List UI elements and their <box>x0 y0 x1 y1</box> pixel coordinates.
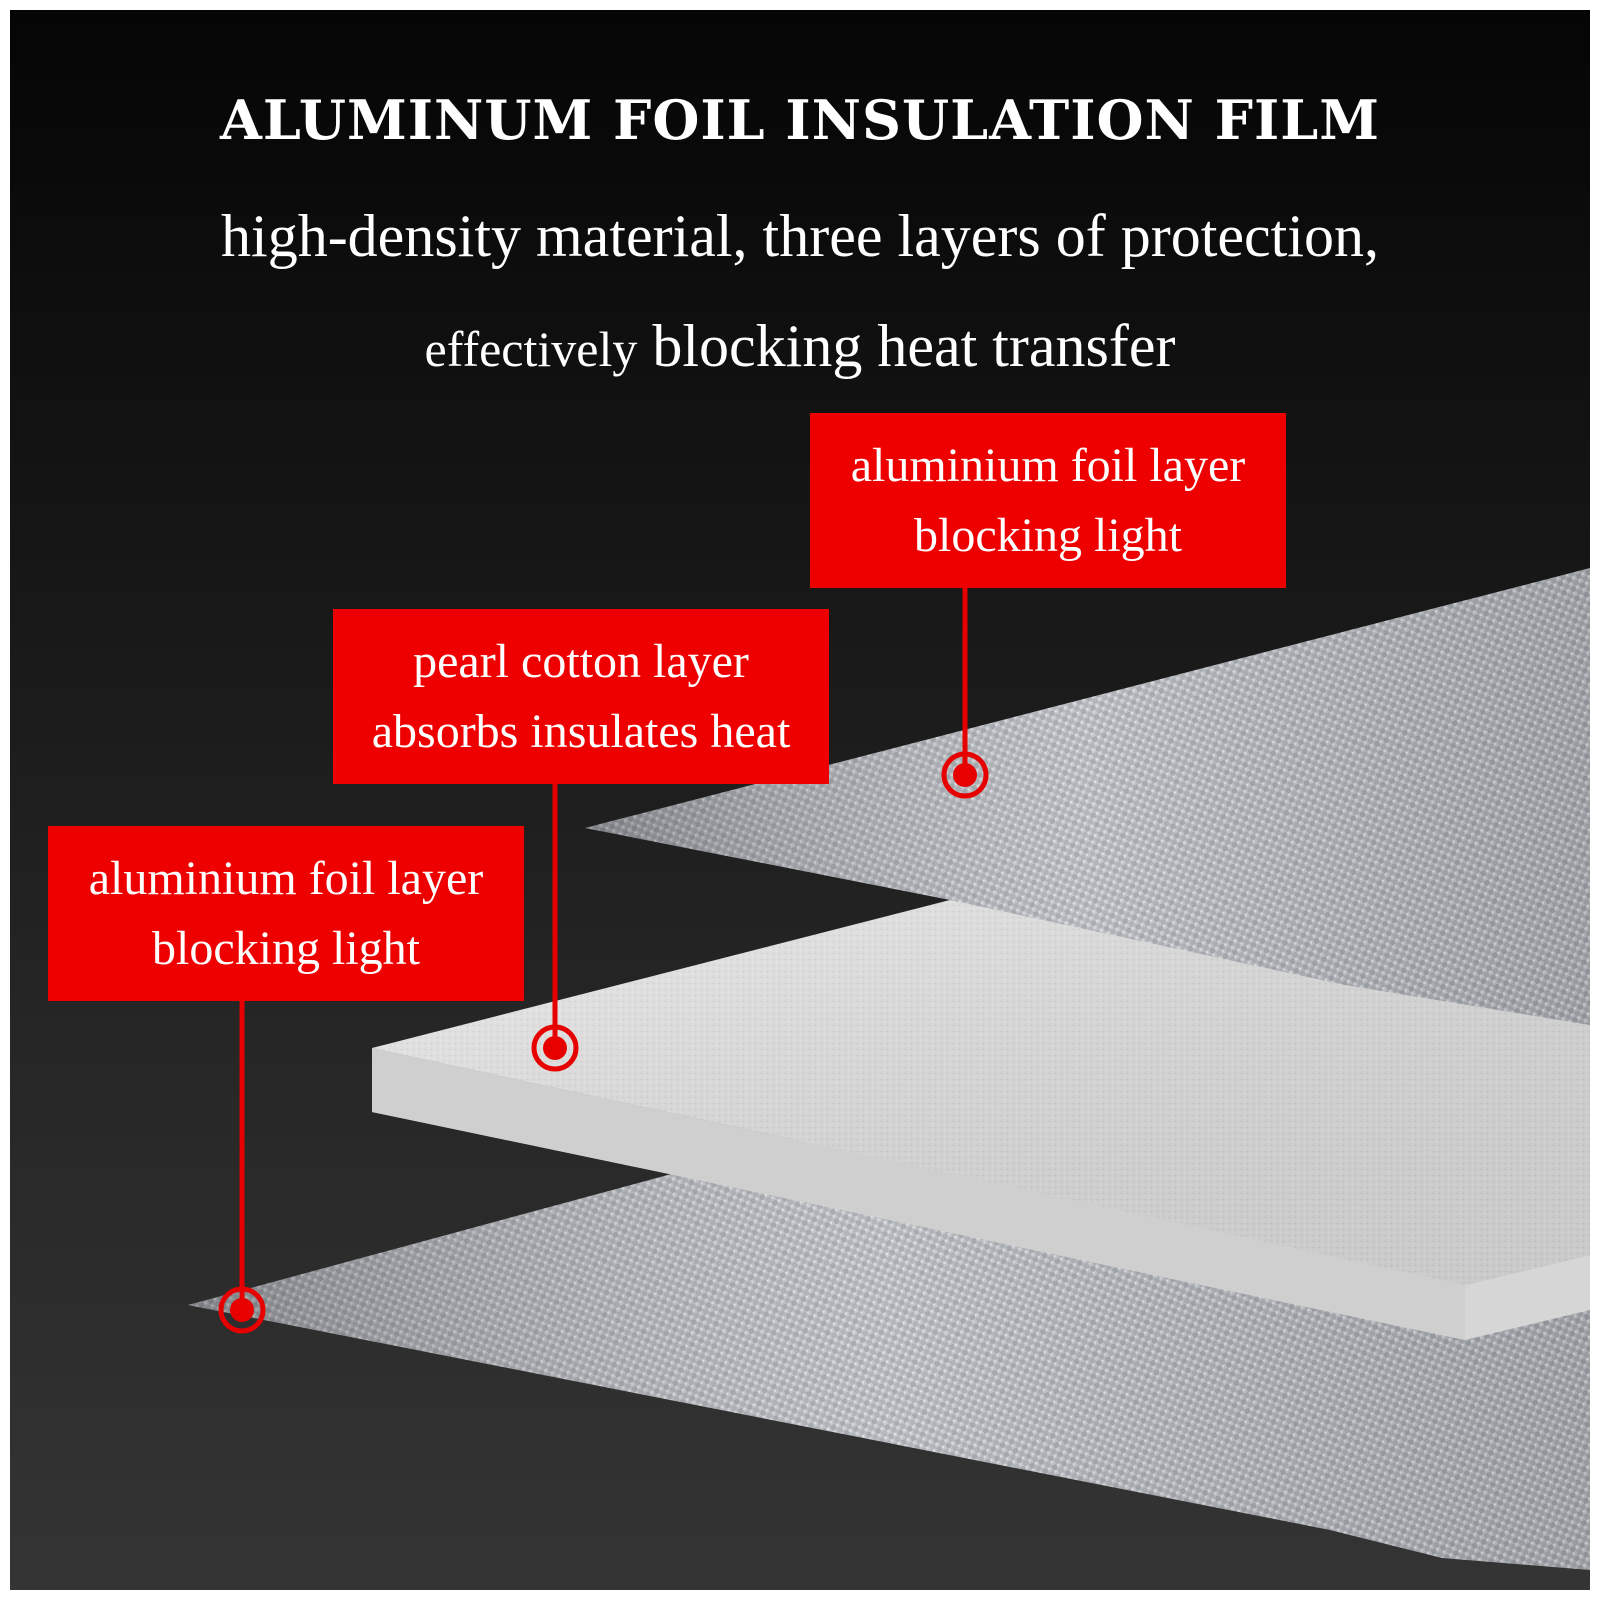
pearl-cotton-layer <box>372 900 1590 1340</box>
callout-bot-line-1: aluminium foil layer <box>88 851 484 905</box>
marker-mid <box>531 1024 579 1072</box>
page-title: ALUMINUM FOIL INSULATION FILM <box>219 88 1381 152</box>
marker-bot <box>218 1286 266 1334</box>
callout-top-line-1: aluminium foil layer <box>850 438 1246 492</box>
subtitle-line-2-small: effectively <box>424 321 638 377</box>
callout-bot-line-2: blocking light <box>152 921 420 975</box>
callout-top-line-2: blocking light <box>914 508 1182 562</box>
callout-pearl-cotton-layer: pearl cotton layer absorbs insulates hea… <box>333 609 829 784</box>
marker-top <box>941 751 989 799</box>
subtitle-line-1: high-density material, three layers of p… <box>221 203 1379 269</box>
insulation-diagram: ALUMINUM FOIL INSULATION FILM high-densi… <box>10 10 1590 1590</box>
callout-bottom-foil-layer: aluminium foil layer blocking light <box>48 826 524 1001</box>
subtitle-line-2-rest: blocking heat transfer <box>637 313 1176 379</box>
callout-top-foil-layer: aluminium foil layer blocking light <box>810 413 1286 588</box>
subtitle-line-2: effectively blocking heat transfer <box>10 312 1590 381</box>
callout-mid-line-1: pearl cotton layer <box>413 634 749 688</box>
callout-mid-line-2: absorbs insulates heat <box>371 704 791 758</box>
top-foil-layer <box>585 568 1590 1025</box>
layers-illustration <box>188 568 1590 1570</box>
